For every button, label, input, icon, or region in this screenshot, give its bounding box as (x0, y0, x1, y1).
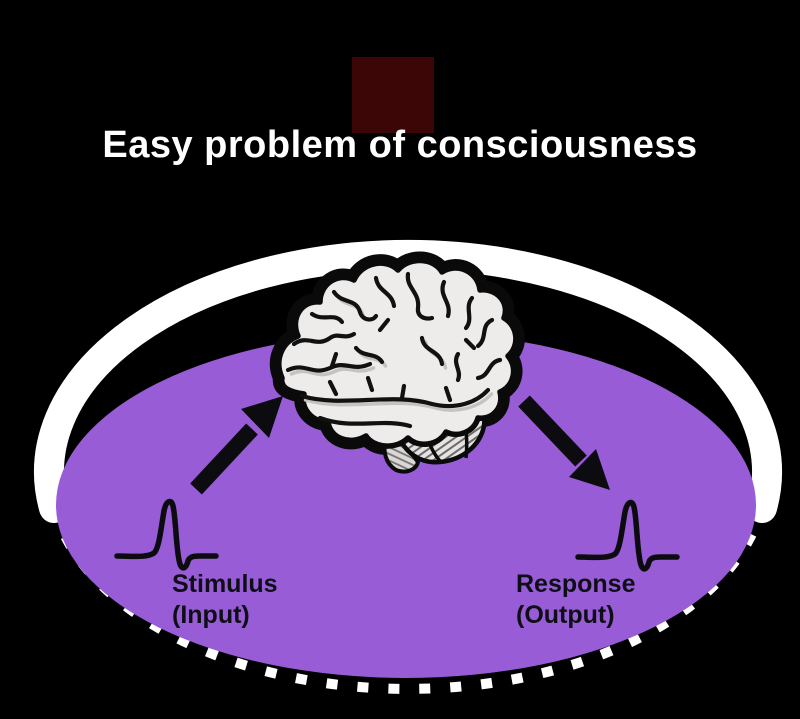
input-arrow-icon (190, 396, 283, 495)
input-arrow-shaft (190, 423, 258, 495)
stimulus-label-line1: Stimulus (172, 570, 278, 598)
output-arrow-head (569, 449, 610, 490)
stimulus-spike-icon (114, 498, 219, 571)
response-label-line2: (Output) (516, 601, 615, 629)
response-label-line1: Response (516, 570, 636, 598)
brain-icon (269, 251, 525, 474)
page-title: Easy problem of consciousness (102, 124, 698, 166)
stimulus-label-line2: (Input) (172, 601, 250, 629)
input-arrow-head (241, 396, 283, 438)
dark-red-square (352, 57, 434, 133)
sulci-lines (285, 271, 503, 429)
output-arrow-shaft (518, 395, 587, 467)
purple-ellipse (56, 332, 756, 678)
stimulus-label: Stimulus (Input) (172, 569, 278, 631)
output-arrow-icon (518, 395, 610, 490)
response-label: Response (Output) (516, 569, 635, 631)
